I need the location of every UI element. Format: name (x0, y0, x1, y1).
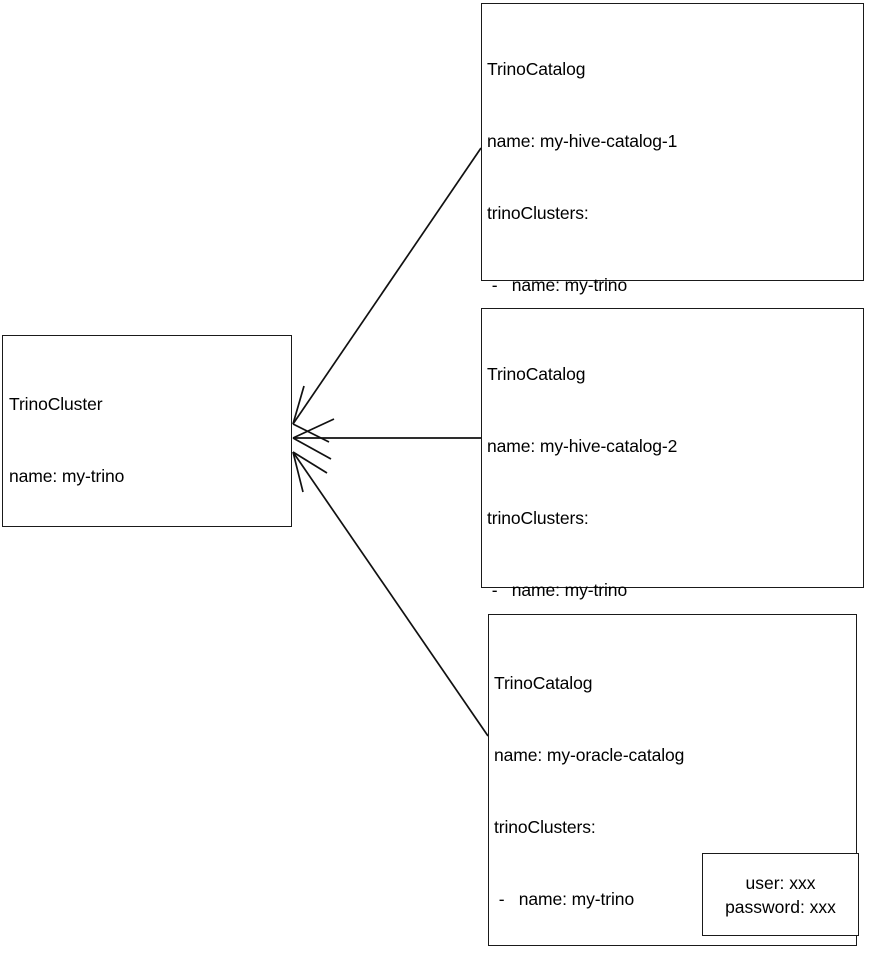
catalog-3-line-2: trinoClusters: (494, 817, 596, 837)
cluster-line-1: name: my-trino (9, 466, 125, 486)
catalog-1-line-3: - name: my-trino (487, 275, 628, 295)
arrow-catalog-3-to-cluster (292, 451, 489, 737)
catalog-3-line-1: name: my-oracle-catalog (494, 745, 685, 765)
cluster-line-0: TrinoCluster (9, 394, 103, 414)
trino-catalog-box-my-hive-catalog-2[interactable]: TrinoCatalog name: my-hive-catalog-2 tri… (481, 308, 864, 888)
trino-cluster-box[interactable]: TrinoCluster name: my-trino (2, 335, 292, 527)
catalog-2-line-0: TrinoCatalog (487, 364, 586, 384)
catalog-2-line-1: name: my-hive-catalog-2 (487, 436, 678, 456)
arrow-catalog-2-to-cluster (292, 418, 481, 460)
catalog-1-line-2: trinoClusters: (487, 203, 589, 223)
secret-line-password: password: xxx (725, 897, 836, 917)
secret-box[interactable]: user: xxx password: xxx (702, 853, 859, 936)
trino-cluster-yaml: TrinoCluster name: my-trino (9, 344, 124, 536)
catalog-1-line-0: TrinoCatalog (487, 59, 586, 79)
secret-line-user: user: xxx (745, 873, 816, 893)
catalog-3-line-3: - name: my-trino (494, 889, 635, 909)
catalog-1-line-1: name: my-hive-catalog-1 (487, 131, 678, 151)
trino-catalog-box-my-hive-catalog-1[interactable]: TrinoCatalog name: my-hive-catalog-1 tri… (481, 3, 864, 655)
catalog-3-yaml: TrinoCatalog name: my-oracle-catalog tri… (494, 623, 790, 954)
catalog-2-line-3: - name: my-trino (487, 580, 628, 600)
catalog-2-line-2: trinoClusters: (487, 508, 589, 528)
catalog-3-line-0: TrinoCatalog (494, 673, 593, 693)
arrow-catalog-1-to-cluster (292, 147, 482, 443)
